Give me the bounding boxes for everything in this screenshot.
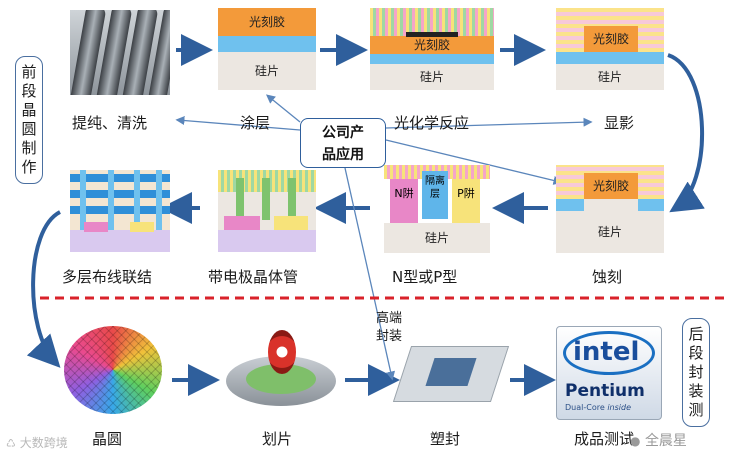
etching-diagram: 光刻胶 硅片 <box>556 165 664 253</box>
step-label-transistor: 带电极晶体管 <box>208 268 299 286</box>
high-end-packaging-label: 高端 封装 <box>376 311 403 344</box>
wafer-image <box>58 326 168 414</box>
transistor-diagram <box>218 170 316 252</box>
multilayer-wiring-diagram <box>70 170 170 252</box>
developing-diagram: 光刻胶 硅片 <box>556 8 664 90</box>
step-label-etching: 蚀刻 <box>592 268 623 286</box>
step-label-dicing: 划片 <box>262 430 293 448</box>
watermark-left: ♺ 大数跨境 <box>6 436 68 450</box>
step-label-developing: 显影 <box>604 114 635 132</box>
packaged-chip-image <box>392 340 510 406</box>
step-label-purify: 提纯、清洗 <box>72 114 148 132</box>
step-label-coating: 涂层 <box>240 114 271 132</box>
step-label-photochemical: 光化学反应 <box>394 114 470 132</box>
intel-pentium-logo: intel Pentium Dual-Core inside <box>556 326 662 420</box>
back-end-label: 后段封装测 <box>682 318 710 427</box>
front-end-label: 前段晶圆制作 <box>15 56 43 184</box>
photochem-diagram: 光刻胶 硅片 <box>370 8 494 90</box>
watermark-right: ● 全晨星 <box>630 433 687 449</box>
dicing-image <box>222 330 340 410</box>
step-label-final-test: 成品测试 <box>574 430 635 448</box>
coating-diagram: 光刻胶 硅片 <box>218 8 316 90</box>
step-label-molding: 塑封 <box>430 430 461 448</box>
step-label-np-type: N型或P型 <box>392 268 458 286</box>
np-type-diagram: N阱 隔离层 P阱 硅片 <box>384 165 490 253</box>
silicon-ingots-image <box>70 10 170 95</box>
company-products-box: 公司产 品应用 <box>300 118 386 168</box>
step-label-multilayer: 多层布线联结 <box>62 268 153 286</box>
step-label-wafer: 晶圆 <box>92 430 123 448</box>
